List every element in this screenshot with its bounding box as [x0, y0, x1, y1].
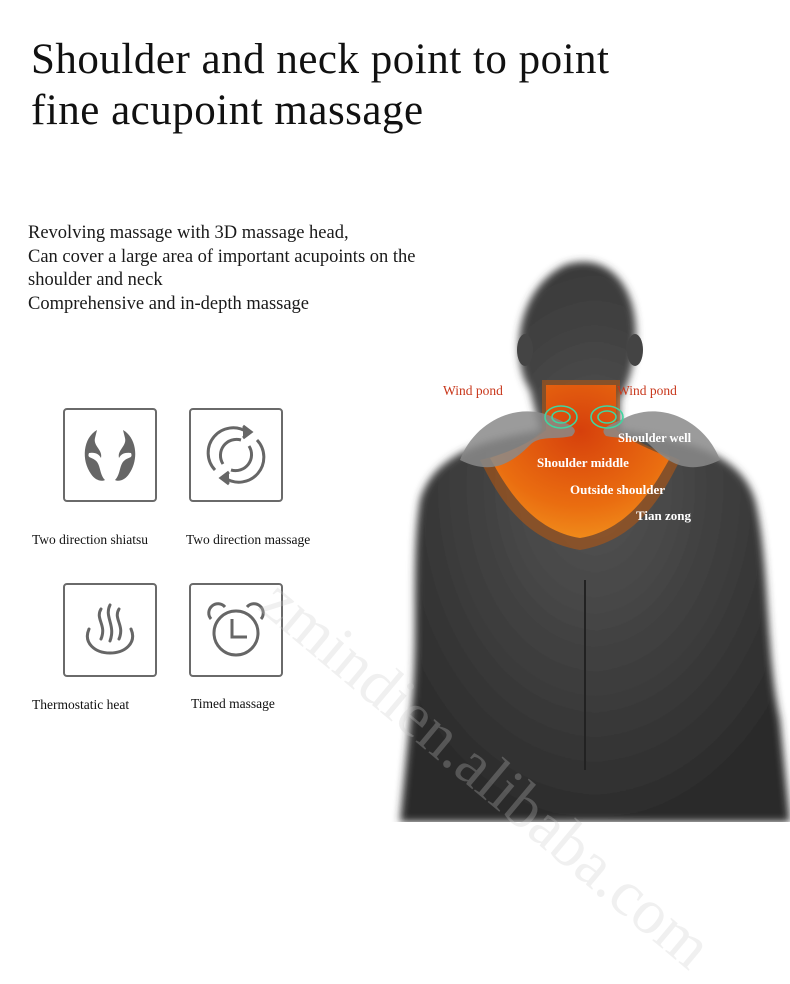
description-line: Comprehensive and in-depth massage: [28, 293, 310, 314]
rotate-arrows-icon: [206, 424, 266, 486]
acupoint-label-wind-pond-right: Wind pond: [617, 383, 677, 398]
hands-icon: [84, 430, 136, 481]
description-line: Revolving massage with 3D massage head,: [28, 223, 349, 243]
feature-label: Two direction massage: [186, 532, 311, 547]
title-line-1: Shoulder and neck point to point: [31, 36, 610, 83]
body-illustration: [380, 250, 790, 822]
acupoint-rings: [544, 405, 624, 429]
alarm-clock-icon: [207, 602, 265, 657]
feature-thermostatic-heat: [63, 583, 157, 677]
feature-two-direction-shiatsu: [63, 408, 157, 502]
acupoint-label-shoulder-middle: Shoulder middle: [537, 455, 629, 470]
title-line-2: fine acupoint massage: [31, 87, 424, 134]
feature-timed-massage: [189, 583, 283, 677]
acupoint-label-wind-pond-left: Wind pond: [443, 383, 503, 398]
feature-label: Timed massage: [191, 696, 275, 711]
description-line: shoulder and neck: [28, 270, 163, 290]
description-line: Can cover a large area of important acup…: [28, 246, 416, 267]
heat-waves-icon: [86, 603, 134, 655]
page-title: Shoulder and neck point to point fine ac…: [31, 34, 610, 136]
feature-two-direction-massage: [189, 408, 283, 502]
acupoint-label-tian-zong: Tian zong: [636, 508, 692, 523]
acupoint-label-outside-shoulder: Outside shoulder: [570, 482, 665, 497]
feature-label: Two direction shiatsu: [32, 532, 149, 547]
acupoint-label-shoulder-well: Shoulder well: [618, 431, 692, 445]
feature-label: Thermostatic heat: [32, 697, 130, 712]
description: Revolving massage with 3D massage head, …: [28, 222, 416, 316]
